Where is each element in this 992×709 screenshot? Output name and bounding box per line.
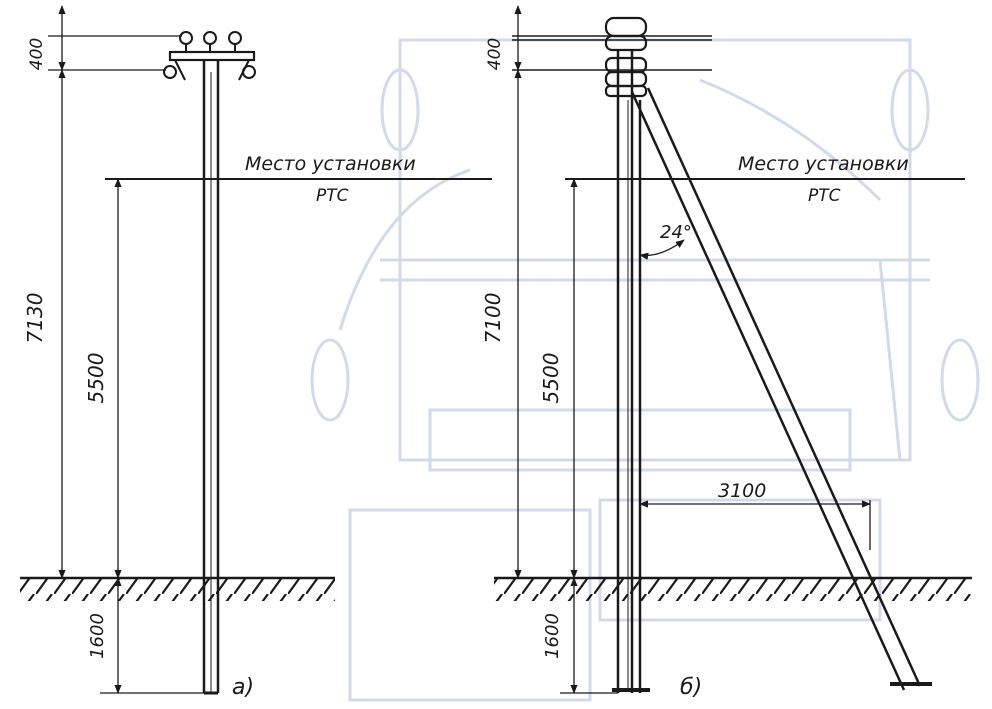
insulator-icon <box>163 31 256 79</box>
dim-label-top-a: 400 <box>27 38 47 70</box>
mount-label-line1-b: Место установки <box>738 153 909 175</box>
dim-label-total-b: 7100 <box>481 293 505 344</box>
pole-b <box>612 50 650 693</box>
crossarm-a <box>168 50 256 81</box>
mount-label-line1-a: Место установки <box>245 153 416 175</box>
mount-label-line2-b: РТС <box>808 186 841 206</box>
dim-label-ground-b: 1600 <box>542 613 563 659</box>
angle-label-b: 24° <box>660 222 692 243</box>
panel-label-a: а) <box>232 675 254 700</box>
angle-arc-b <box>639 239 685 260</box>
panel-b: 400 7100 5500 1600 3100 24° Место устано… <box>481 5 972 700</box>
dim-label-total-a: 7130 <box>23 293 47 344</box>
pole-a <box>202 60 220 695</box>
dim-label-mount-a: 5500 <box>84 353 108 404</box>
background-ghost-drawing <box>310 38 980 702</box>
dim-label-ground-a: 1600 <box>87 613 108 659</box>
strut-b <box>630 87 932 691</box>
dim-label-strut-b: 3100 <box>718 480 766 502</box>
dim-label-top-b: 400 <box>485 38 505 70</box>
ground-line-b <box>494 576 972 601</box>
mount-label-line2-a: РТС <box>316 186 349 206</box>
dim-label-mount-b: 5500 <box>539 353 563 404</box>
ground-line-a <box>20 576 335 601</box>
panel-a: 400 7130 5500 1600 Место установки РТС а… <box>20 5 492 700</box>
panel-label-b: б) <box>680 675 702 700</box>
insulator-stack-icon <box>604 16 648 98</box>
